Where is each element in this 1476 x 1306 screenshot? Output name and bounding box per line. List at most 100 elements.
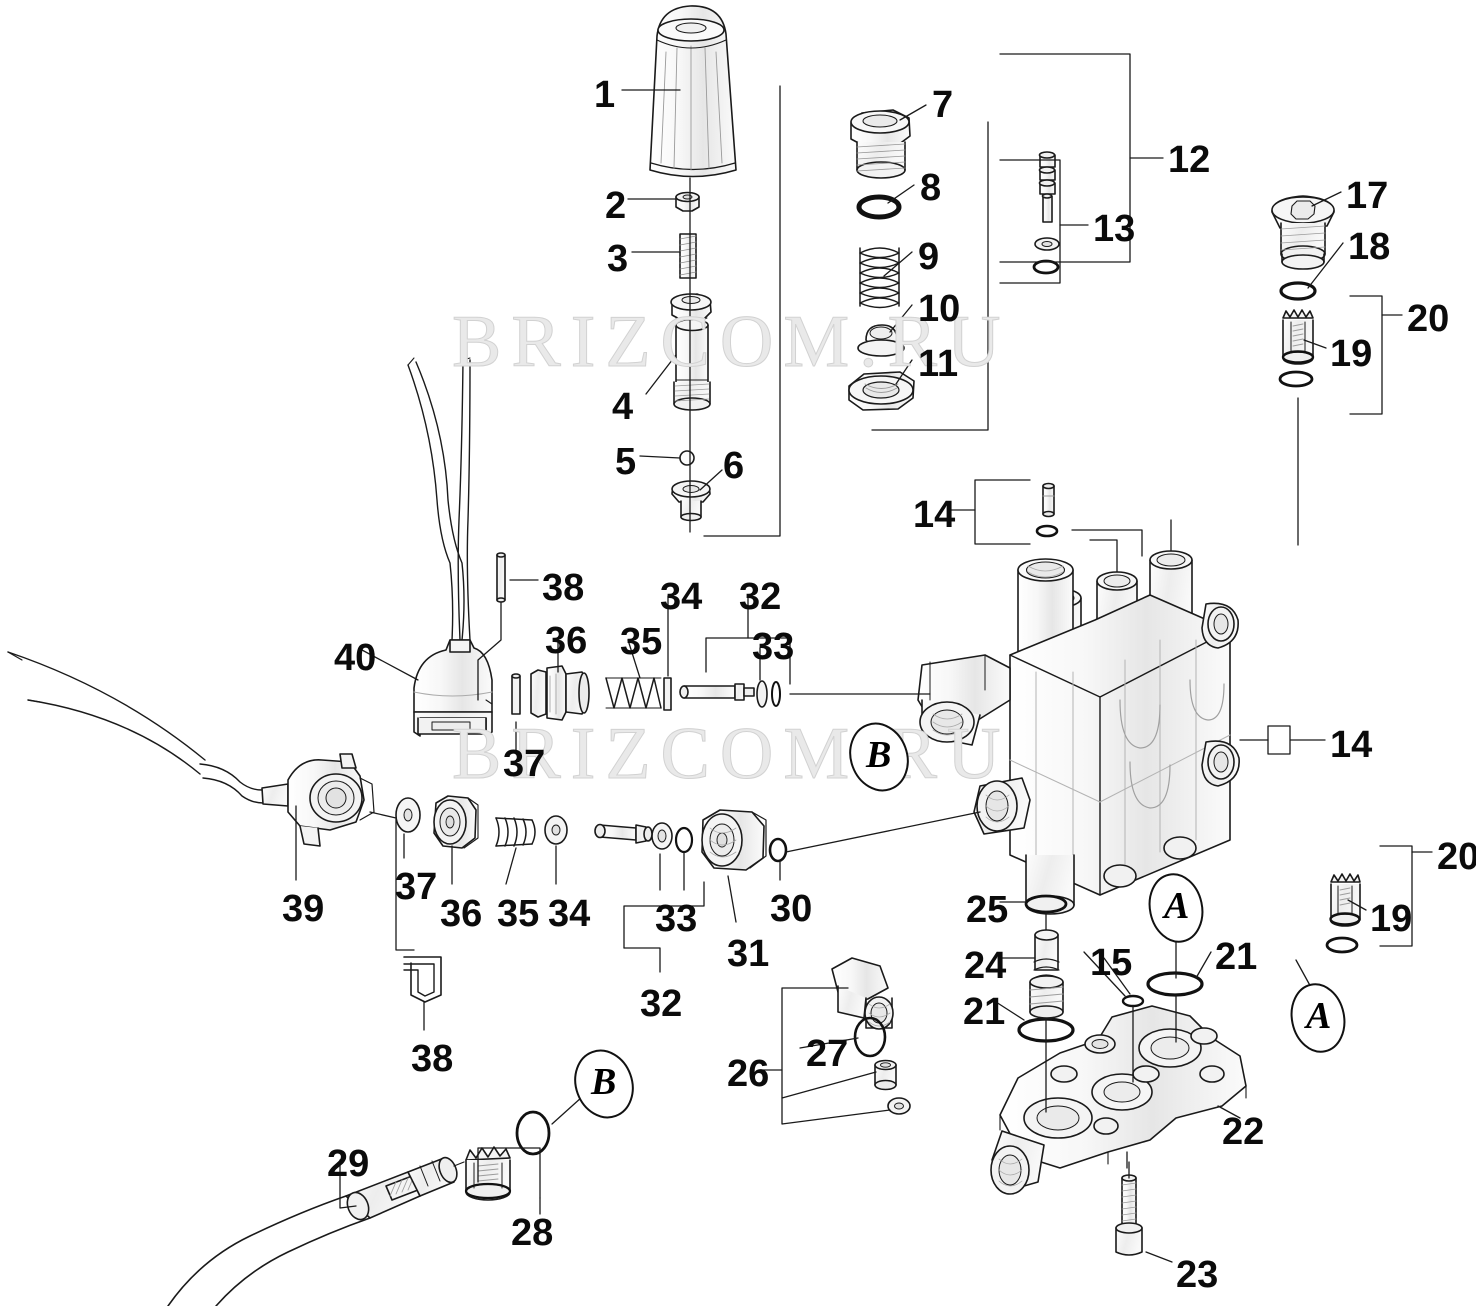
part-number-21: 21 bbox=[1215, 936, 1258, 978]
part-number-29: 29 bbox=[327, 1143, 370, 1185]
part-number-26: 26 bbox=[727, 1053, 770, 1095]
part-number-14: 14 bbox=[1330, 724, 1373, 766]
part-number-17: 17 bbox=[1346, 175, 1389, 217]
part-18-o-ring bbox=[1279, 281, 1317, 301]
part-number-20: 20 bbox=[1407, 298, 1450, 340]
part-number-6: 6 bbox=[723, 445, 745, 487]
part-1-knob-cap bbox=[649, 5, 737, 178]
part-number-3: 3 bbox=[607, 238, 629, 280]
part-number-13: 13 bbox=[1093, 208, 1136, 250]
part-number-9: 9 bbox=[918, 236, 940, 278]
callout-b-lower: B bbox=[591, 1061, 617, 1103]
part-number-35: 35 bbox=[497, 893, 540, 935]
part-34-washer-upper bbox=[663, 677, 672, 711]
part-30-o-ring bbox=[768, 837, 788, 863]
part-35-spring-upper bbox=[605, 677, 662, 709]
part-number-32: 32 bbox=[640, 983, 683, 1025]
part-number-7: 7 bbox=[932, 84, 954, 126]
part-number-38: 38 bbox=[411, 1038, 454, 1080]
part-number-32: 32 bbox=[739, 576, 782, 618]
callout-a-upper: A bbox=[1164, 885, 1190, 927]
part-number-4: 4 bbox=[612, 386, 634, 428]
part-6-valve-seat bbox=[671, 480, 711, 522]
part-number-37: 37 bbox=[395, 866, 438, 908]
part-number-18: 18 bbox=[1348, 226, 1391, 268]
part-15-o-ring bbox=[1121, 994, 1145, 1008]
part-39-pressure-switch bbox=[7, 651, 375, 847]
watermark-bottom: BRIZCOM.RU bbox=[451, 713, 1011, 796]
part-number-23: 23 bbox=[1176, 1254, 1219, 1296]
watermark-top: BRIZCOM.RU bbox=[451, 301, 1011, 384]
part-17-socket-plug bbox=[1271, 195, 1335, 270]
part-36-valve-cone-lower bbox=[433, 795, 479, 849]
part-33-seal-set-lower bbox=[651, 822, 694, 854]
part-number-40: 40 bbox=[334, 637, 377, 679]
part-number-30: 30 bbox=[770, 888, 813, 930]
part-number-33: 33 bbox=[655, 898, 698, 940]
part-number-36: 36 bbox=[545, 620, 588, 662]
part-number-2: 2 bbox=[605, 185, 627, 227]
part-number-36: 36 bbox=[440, 893, 483, 935]
part-number-27: 27 bbox=[806, 1033, 849, 1075]
part-number-39: 39 bbox=[282, 888, 325, 930]
part-8-o-ring bbox=[856, 194, 902, 220]
part-number-19: 19 bbox=[1370, 898, 1413, 940]
callout-b-upper: B bbox=[866, 734, 892, 776]
part-number-12: 12 bbox=[1168, 139, 1211, 181]
part-9-compression-spring bbox=[859, 247, 900, 309]
callout-a-lower: A bbox=[1306, 995, 1332, 1037]
part-24-valve-insert bbox=[1029, 929, 1064, 1019]
part-40-solenoid-coil bbox=[407, 357, 493, 737]
part-4-valve-piston bbox=[670, 293, 712, 411]
part-number-10: 10 bbox=[918, 288, 961, 330]
part-number-11: 11 bbox=[918, 343, 959, 385]
leader-lines bbox=[295, 53, 1433, 1263]
part-number-19: 19 bbox=[1330, 333, 1373, 375]
part-3-threaded-stud bbox=[679, 233, 697, 279]
part-32-stem-upper bbox=[679, 683, 755, 701]
part-38-pin-upper bbox=[496, 552, 506, 603]
part-38-retaining-clip-lower bbox=[403, 956, 442, 1003]
part-37-washer-lower bbox=[395, 797, 421, 833]
part-number-34: 34 bbox=[548, 893, 591, 935]
part-12-13-small-stack bbox=[1032, 151, 1060, 275]
part-number-37: 37 bbox=[503, 743, 546, 785]
part-number-22: 22 bbox=[1222, 1111, 1265, 1153]
part-20-valve-cartridge-lower bbox=[1325, 873, 1361, 954]
part-20-valve-cartridge-upper bbox=[1278, 309, 1315, 388]
part-number-8: 8 bbox=[920, 167, 942, 209]
part-21-o-ring-a bbox=[1146, 971, 1204, 997]
part-number-25: 25 bbox=[966, 889, 1009, 931]
part-28-inlet-filter bbox=[464, 1110, 551, 1201]
part-26-27-elbow-group bbox=[831, 957, 911, 1115]
part-29-inlet-hose bbox=[167, 1156, 465, 1306]
main-valve-body bbox=[917, 550, 1240, 915]
part-7-hex-bushing bbox=[850, 109, 911, 179]
part-number-28: 28 bbox=[511, 1212, 554, 1254]
part-number-31: 31 bbox=[727, 933, 770, 975]
part-33-seal-set-upper bbox=[756, 680, 781, 708]
part-14-upper-items bbox=[1035, 482, 1059, 538]
part-10-spring-cap bbox=[857, 324, 905, 357]
part-number-35: 35 bbox=[620, 621, 663, 663]
part-number-24: 24 bbox=[964, 945, 1007, 987]
part-27-o-ring bbox=[853, 1016, 887, 1058]
part-35-spring-lower bbox=[495, 817, 536, 847]
part-34-washer-lower bbox=[544, 815, 653, 845]
part-23-socket-head-screw bbox=[1115, 1174, 1143, 1256]
part-number-34: 34 bbox=[660, 576, 703, 618]
part-number-5: 5 bbox=[615, 441, 637, 483]
part-number-33: 33 bbox=[752, 626, 795, 668]
part-number-14: 14 bbox=[913, 494, 956, 536]
part-22-valve-plate bbox=[990, 1005, 1247, 1195]
part-number-15: 15 bbox=[1090, 942, 1133, 984]
part-36-valve-cone-upper bbox=[530, 665, 590, 721]
part-number-21: 21 bbox=[963, 991, 1006, 1033]
part-31-valve-body bbox=[701, 809, 767, 871]
part-number-38: 38 bbox=[542, 567, 585, 609]
part-number-20: 20 bbox=[1437, 836, 1476, 878]
part-number-1: 1 bbox=[594, 74, 616, 116]
